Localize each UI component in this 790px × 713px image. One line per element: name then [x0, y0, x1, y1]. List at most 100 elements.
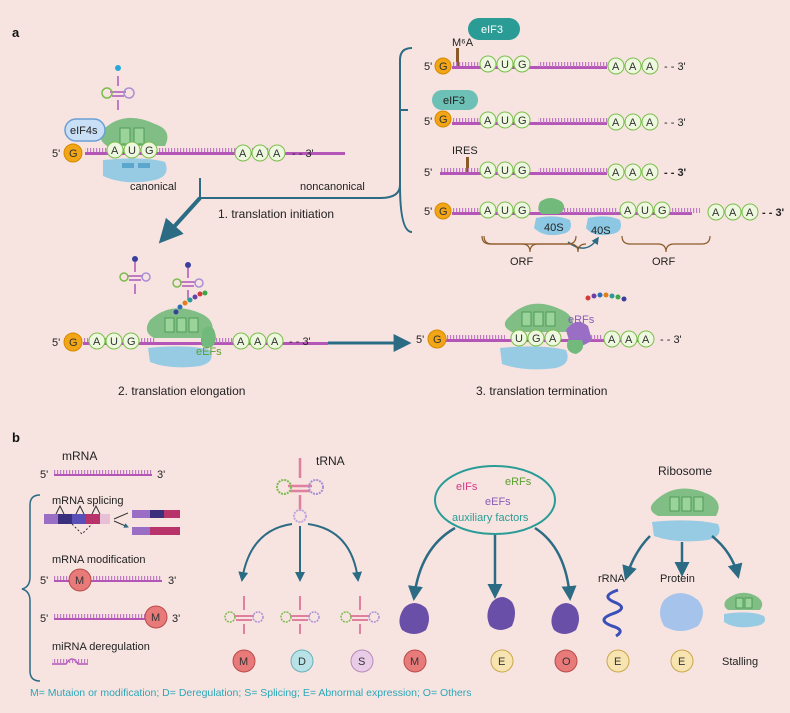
- polya-r1-3: A: [646, 61, 654, 73]
- polya-term-2: A: [625, 334, 633, 346]
- cap-g-r4: G: [439, 206, 448, 218]
- polya-r4-3: A: [746, 207, 754, 219]
- mrna-title: mRNA: [62, 449, 97, 463]
- cap-g-r2: G: [439, 114, 448, 126]
- orf-label-a: ORF: [510, 256, 534, 268]
- five-prime-r4: 5': [424, 206, 432, 218]
- ribosome-title: Ribosome: [658, 464, 712, 478]
- protein-blob-o: [551, 603, 579, 634]
- trna-icon-s: [340, 596, 380, 634]
- noncanonical-eif3: eIF3 G 5' A U G A A A - - 3': [424, 90, 686, 131]
- aug-r3-u: U: [501, 165, 509, 177]
- step2-label: 2. translation elongation: [118, 384, 245, 398]
- polya-r2-1: A: [612, 117, 620, 129]
- three-prime-label: - - 3': [292, 148, 314, 160]
- aug-r1-g: G: [518, 59, 527, 71]
- factor-badge-e: E: [498, 656, 505, 668]
- step3-label: 3. translation termination: [476, 384, 607, 398]
- factor-badge-m: M: [410, 656, 419, 668]
- released-peptide: [585, 292, 627, 302]
- eif3-label-a: eIF3: [481, 24, 503, 36]
- canonical-label: canonical: [130, 181, 176, 193]
- aug-r2-a: A: [484, 115, 492, 127]
- polya-r4-2: A: [729, 207, 737, 219]
- polya-term-3: A: [642, 334, 650, 346]
- trna-icon-d: [280, 596, 320, 634]
- five-prime-el: 5': [52, 337, 60, 349]
- mrna-splicing-label: mRNA splicing: [52, 495, 124, 507]
- polya-r1-2: A: [629, 61, 637, 73]
- aug-el-g: G: [127, 336, 136, 348]
- polya-1: A: [239, 148, 247, 160]
- eifs-label: eIFs: [456, 481, 478, 493]
- cap-g: G: [69, 148, 78, 160]
- mod-b-three-prime: 3': [172, 613, 180, 625]
- trna-icon-m: [224, 596, 264, 634]
- mirna-label: miRNA deregulation: [52, 641, 150, 653]
- trna-badge-d: D: [298, 656, 306, 668]
- eif3-label-b: eIF3: [443, 95, 465, 107]
- cap-g-term: G: [433, 334, 442, 346]
- aug-r3-a: A: [484, 165, 492, 177]
- uga-u: U: [515, 333, 523, 345]
- erfs-label-a: eRFs: [568, 314, 595, 326]
- rrna-badge: E: [614, 656, 621, 668]
- trna-section: tRNA M D S: [224, 454, 380, 673]
- aug-g: G: [145, 145, 154, 157]
- termination: G 5' U G A eRFs A A A - - 3' 3. translat…: [416, 292, 682, 398]
- eif4s-label: eIF4s: [70, 125, 98, 137]
- aug-r3-g: G: [518, 165, 527, 177]
- aug-r4a-u: U: [501, 205, 509, 217]
- cap-g-r1: G: [439, 61, 448, 73]
- mod-a-three-prime: 3': [168, 575, 176, 587]
- peptide-chain: [173, 290, 208, 315]
- aug-r1-a: A: [484, 59, 492, 71]
- mrna-modification-label: mRNA modification: [52, 554, 146, 566]
- canonical-initiation: G 5' eIF4s A U G A A A - - 3' canonical: [52, 65, 345, 193]
- factor-badge-o: O: [562, 656, 571, 668]
- polya-r3-1: A: [612, 167, 620, 179]
- polya-r3-2: A: [629, 167, 637, 179]
- aug-r2-g: G: [518, 115, 527, 127]
- polya-r3-3: A: [646, 167, 654, 179]
- aug-u: U: [128, 145, 136, 157]
- m6a-label: M⁶A: [452, 37, 474, 49]
- factors-section: eIFs eRFs eEFs auxiliary factors M E O: [399, 465, 579, 673]
- stalling-label: Stalling: [722, 656, 758, 668]
- aug-r4b-g: G: [658, 205, 667, 217]
- polya-r4-1: A: [712, 207, 720, 219]
- polya-el-3: A: [271, 336, 279, 348]
- ribosome-section: Ribosome rRNA Protein E E Stalling: [598, 464, 765, 673]
- s40-label-b: 40S: [591, 225, 611, 237]
- elongation: G 5' A U G eEFs A A A - - 3' 2. translat…: [52, 256, 328, 398]
- eefs-label: eEFs: [196, 346, 222, 358]
- aug-r2-u: U: [501, 115, 509, 127]
- panel-b-label: b: [12, 430, 20, 445]
- rrna-label: rRNA: [598, 573, 626, 585]
- noncanonical-reinitiation: G 5' A U G 40S 40S A U G A A A - - 3' OR…: [424, 198, 785, 268]
- legend-text: M= Mutaion or modification; D= Deregulat…: [30, 687, 472, 699]
- polya-3: A: [273, 148, 281, 160]
- noncanonical-m6a: eIF3 M⁶A G 5' A U G A A A - - 3': [424, 18, 686, 75]
- protein-blob-e: [487, 597, 515, 630]
- panel-a-label: a: [12, 25, 20, 40]
- three-prime-r2: - - 3': [664, 117, 686, 129]
- trna-badge-s: S: [358, 656, 365, 668]
- trna-badge-m: M: [239, 656, 248, 668]
- auxiliary-label: auxiliary factors: [452, 512, 529, 524]
- three-prime-term: - - 3': [660, 334, 682, 346]
- noncanonical-label: noncanonical: [300, 181, 365, 193]
- aug-r4a-a: A: [484, 205, 492, 217]
- three-prime-r1: - - 3': [664, 61, 686, 73]
- uga-g: G: [532, 333, 541, 345]
- five-prime-r2: 5': [424, 116, 432, 128]
- three-prime-el: - - 3': [289, 336, 311, 348]
- ires-label: IRES: [452, 145, 478, 157]
- five-prime-label: 5': [52, 148, 60, 160]
- polya-el-2: A: [254, 336, 262, 348]
- five-prime-r3: 5': [424, 167, 432, 179]
- five-prime-term: 5': [416, 334, 424, 346]
- polya-r2-2: A: [629, 117, 637, 129]
